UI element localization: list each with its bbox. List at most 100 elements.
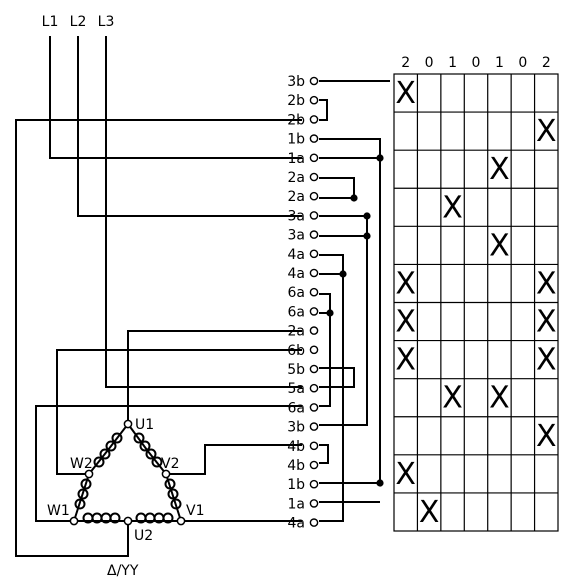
terminal-circle bbox=[309, 460, 319, 470]
junction-dot bbox=[376, 154, 384, 162]
coil-bottom-right bbox=[135, 512, 174, 524]
contact-closed-mark: X bbox=[489, 152, 510, 187]
terminal-circle bbox=[309, 172, 319, 182]
terminal-circle bbox=[309, 479, 319, 489]
contact-closed-mark: X bbox=[442, 190, 463, 225]
terminal-circle bbox=[309, 441, 319, 451]
position-label: 0 bbox=[518, 55, 527, 71]
terminal-label: 1a bbox=[288, 496, 306, 512]
terminal-circle bbox=[309, 134, 319, 143]
wire-l3 bbox=[105, 36, 302, 388]
contact-closed-mark: X bbox=[395, 305, 416, 340]
motor-label-v2: V2 bbox=[161, 456, 179, 472]
terminal-label: 1b bbox=[287, 132, 305, 148]
terminal-label: 5b bbox=[287, 362, 305, 378]
position-label: 1 bbox=[448, 55, 457, 71]
terminal-label: 6a bbox=[288, 400, 306, 416]
junction-dot bbox=[363, 232, 371, 240]
motor-label-w1: W1 bbox=[47, 503, 70, 519]
coil-left-upper bbox=[93, 432, 123, 468]
terminal-circle bbox=[309, 230, 319, 239]
terminal-circle bbox=[309, 326, 319, 335]
terminal-circle bbox=[309, 383, 319, 393]
contact-closed-mark: X bbox=[395, 266, 416, 301]
terminal-circle bbox=[309, 345, 319, 355]
wire-w1-feed bbox=[35, 405, 302, 522]
terminal-circle bbox=[309, 307, 319, 316]
position-label: 0 bbox=[425, 55, 434, 71]
contact-closed-mark: X bbox=[395, 76, 416, 111]
contact-closed-mark: X bbox=[395, 457, 416, 492]
contact-closed-mark: X bbox=[489, 228, 510, 263]
jumper-1b-bus bbox=[319, 138, 381, 484]
node-v1 bbox=[176, 516, 186, 526]
junction-dot bbox=[326, 309, 334, 317]
terminal-label: 6b bbox=[287, 343, 305, 359]
wire-w2-feed bbox=[56, 349, 302, 475]
terminal-circle bbox=[309, 268, 319, 278]
terminal-circle bbox=[309, 403, 319, 412]
motor-label-u1: U1 bbox=[135, 417, 154, 433]
node-u2 bbox=[123, 516, 133, 526]
grid-lines bbox=[393, 73, 559, 532]
contact-closed-mark: X bbox=[536, 266, 557, 301]
wiring bbox=[15, 36, 390, 557]
terminal-circle bbox=[309, 499, 319, 508]
terminal-list: 3b2b2b1b1a2a2a3a3a4a4a6a6a2a6b5b5a6a3b4b… bbox=[287, 74, 319, 532]
wire-l2 bbox=[77, 36, 302, 217]
terminal-label: 4b bbox=[287, 439, 305, 455]
jumper-2b-pair bbox=[319, 99, 328, 121]
terminal-label: 6a bbox=[288, 304, 306, 320]
terminal-label: 1a bbox=[288, 151, 306, 167]
terminal-label: 4b bbox=[287, 458, 305, 474]
terminal-circle bbox=[309, 249, 319, 259]
terminal-circle bbox=[309, 153, 319, 163]
motor-label-v1: V1 bbox=[186, 503, 204, 519]
contact-closed-mark: X bbox=[536, 114, 557, 149]
terminal-label: 2a bbox=[288, 324, 306, 340]
terminal-label: 2a bbox=[288, 170, 306, 186]
jumper-6a-bus bbox=[319, 293, 331, 407]
wire-l1 bbox=[49, 36, 302, 159]
coil-bottom-left bbox=[82, 512, 121, 524]
terminal-label: 5a bbox=[288, 381, 306, 397]
node-u1 bbox=[123, 419, 133, 429]
terminal-label: 2a bbox=[288, 189, 306, 205]
supply-label-l1: L1 bbox=[42, 14, 59, 30]
position-label: 2 bbox=[401, 55, 410, 71]
terminal-circle bbox=[309, 287, 319, 297]
junction-dot bbox=[376, 479, 384, 487]
coil-right-upper bbox=[133, 432, 163, 468]
supply-label-l3: L3 bbox=[98, 14, 115, 30]
contact-closed-mark: X bbox=[419, 495, 440, 530]
jumper-5b-5a bbox=[319, 367, 355, 388]
terminal-circle bbox=[309, 518, 319, 527]
terminal-label: 3a bbox=[288, 208, 306, 224]
wire-v2-feed bbox=[166, 444, 302, 475]
junction-dot bbox=[350, 194, 358, 202]
wire-u1-feed bbox=[127, 330, 302, 424]
node-v2 bbox=[161, 469, 171, 479]
junction-dot bbox=[363, 212, 371, 220]
node-w2 bbox=[84, 469, 94, 479]
junction-dot bbox=[339, 270, 347, 278]
terminal-label: 3b bbox=[287, 74, 305, 90]
terminal-label: 4a bbox=[288, 516, 306, 532]
wire-outer-loop bbox=[15, 119, 302, 557]
terminal-circle bbox=[309, 422, 319, 431]
coil-right-lower bbox=[164, 478, 182, 510]
position-label: 2 bbox=[542, 55, 551, 71]
terminal-label: 6a bbox=[288, 285, 306, 301]
contact-closed-mark: X bbox=[442, 381, 463, 416]
terminal-circle bbox=[309, 95, 319, 105]
caption: Δ/YY bbox=[107, 563, 139, 579]
terminal-circle bbox=[309, 115, 319, 124]
motor-label-u2: U2 bbox=[134, 528, 153, 544]
terminal-circle bbox=[309, 211, 319, 220]
motor-delta: U1 W2 V2 W1 V1 U2 bbox=[47, 417, 204, 544]
terminal-circle bbox=[309, 191, 319, 201]
